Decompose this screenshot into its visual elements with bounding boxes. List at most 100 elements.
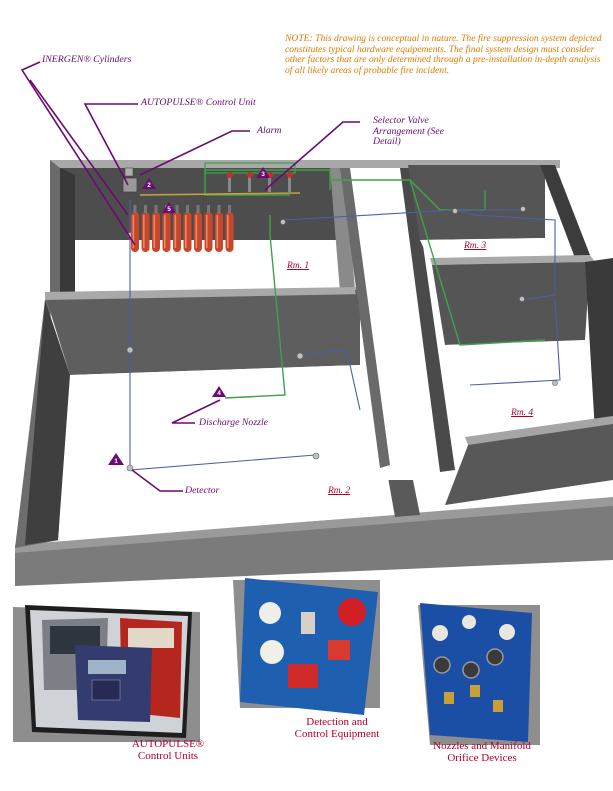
caption-nozzles: Nozzles and Manifold Orifice Devices [433, 740, 531, 764]
inergen-cylinder [173, 212, 181, 252]
cylinder-highlight [143, 215, 145, 248]
marker-4-label: 4 [217, 390, 221, 397]
marker-3-label: 3 [261, 171, 265, 178]
rm4-front-wall-top [465, 416, 613, 445]
room-label-2: Rm. 2 [328, 486, 351, 496]
smoke-detector-b [260, 640, 284, 664]
alarm-bell [338, 598, 366, 626]
building-base-top [15, 497, 613, 553]
building-base [15, 500, 613, 586]
corridor-wall-right [400, 168, 455, 472]
cylinder-highlight [195, 215, 198, 248]
room-label-1: Rm. 1 [287, 261, 310, 271]
marker-2 [142, 178, 156, 189]
cylinder-valve [175, 205, 179, 213]
marker-3 [256, 167, 270, 178]
nozzle-dot [452, 208, 458, 214]
cylinder-highlight [164, 215, 166, 248]
callout-discharge-nozzle: Discharge Nozzle [199, 417, 269, 428]
rm4-right-wall [585, 258, 613, 432]
cylinder-valve [144, 205, 147, 213]
marker-1 [108, 453, 124, 465]
marker-5-label: 5 [167, 206, 171, 213]
caption-control-units: AUTOPULSE® Control Units [131, 738, 205, 762]
inergen-cylinder [131, 212, 139, 252]
rm2-back-wall-top [45, 287, 365, 300]
smoke-detector-a [259, 602, 281, 624]
marker-1-label: 1 [114, 458, 118, 465]
cylinder-highlight [153, 215, 156, 248]
room-label-4: Rm. 4 [511, 408, 534, 418]
selector-valve-manifold [139, 162, 301, 196]
marker-5 [162, 202, 176, 213]
inergen-cylinder [194, 212, 202, 252]
callout-detector: Detector [185, 485, 220, 496]
inergen-cylinder [215, 212, 223, 252]
nozzle-dot [126, 346, 134, 354]
detector-dot [126, 464, 134, 472]
rm3-back-wall [408, 165, 545, 240]
nozzle-dot [280, 219, 286, 225]
green-pipe-network [204, 169, 546, 399]
nozzle-dot [520, 206, 526, 212]
nozzle-dot [312, 452, 320, 460]
cylinder-valve [154, 205, 158, 213]
cylinder-highlight [174, 215, 177, 248]
rm4-floor [445, 340, 605, 440]
inergen-cylinder [225, 212, 234, 252]
caption-detection-equipment: Detection and Control Equipment [294, 716, 380, 740]
inergen-cylinder [204, 212, 213, 252]
inergen-cylinder [162, 212, 171, 252]
outer-wall-left [50, 160, 60, 300]
nozzle-dot [296, 352, 304, 360]
panel-blue-screen [88, 660, 126, 674]
cylinder-valve [186, 205, 189, 213]
inergen-cylinder [152, 212, 160, 252]
manual-station [301, 612, 315, 634]
nozzle-dot [519, 296, 525, 302]
cylinder-valve [207, 205, 210, 213]
detector-dots [126, 206, 558, 472]
marker-2-label: 2 [147, 182, 151, 189]
marker-4 [212, 386, 226, 397]
callout-autopulse-control-unit: AUTOPULSE® Control Unit [141, 97, 256, 108]
callout-selector-valve: Selector Valve Arrangement (See Detail) [373, 115, 445, 147]
callout-inergen-cylinders: INERGEN® Cylinders [42, 54, 132, 65]
nozzle-dot [552, 380, 558, 386]
horn-strobe [288, 664, 318, 688]
marker-triangles [108, 167, 270, 465]
panel-red-window [128, 628, 174, 648]
cylinder-highlight [206, 215, 208, 248]
cylinder-highlight [227, 215, 229, 248]
rm2-back-wall [45, 290, 360, 375]
rm1-right-wall [330, 168, 355, 292]
corridor-wall-left [340, 168, 390, 468]
callout-alarm: Alarm [257, 125, 282, 136]
rm4-back-wall [432, 262, 590, 345]
rm2-floor [58, 365, 395, 540]
cylinder-valve [133, 205, 137, 213]
corridor-floor [345, 168, 430, 480]
inergen-cylinder [183, 212, 192, 252]
rm3-floor [420, 238, 560, 262]
nozzle-set [432, 615, 515, 712]
rm2-left-wall [25, 300, 70, 545]
inergen-cylinder [141, 212, 150, 252]
cylinder-highlight [185, 215, 187, 248]
alarm-device [124, 167, 134, 177]
cylinder-valve [228, 205, 231, 213]
cylinder-highlight [216, 215, 219, 248]
detection-photo [240, 578, 378, 715]
inergen-cylinders [131, 205, 234, 252]
room-label-3: Rm. 3 [464, 241, 487, 251]
cylinder-valve [196, 205, 200, 213]
panel-blue-keypad [91, 679, 121, 701]
rm4-back-wall-top [430, 255, 595, 265]
design-note: NOTE: This drawing is conceptual in natu… [285, 33, 602, 76]
leader-lines [20, 61, 360, 492]
rm3-right-wall [540, 165, 590, 258]
rm1-left-side [60, 168, 75, 295]
cylinder-highlight [132, 215, 135, 248]
cylinder-valve [217, 205, 221, 213]
